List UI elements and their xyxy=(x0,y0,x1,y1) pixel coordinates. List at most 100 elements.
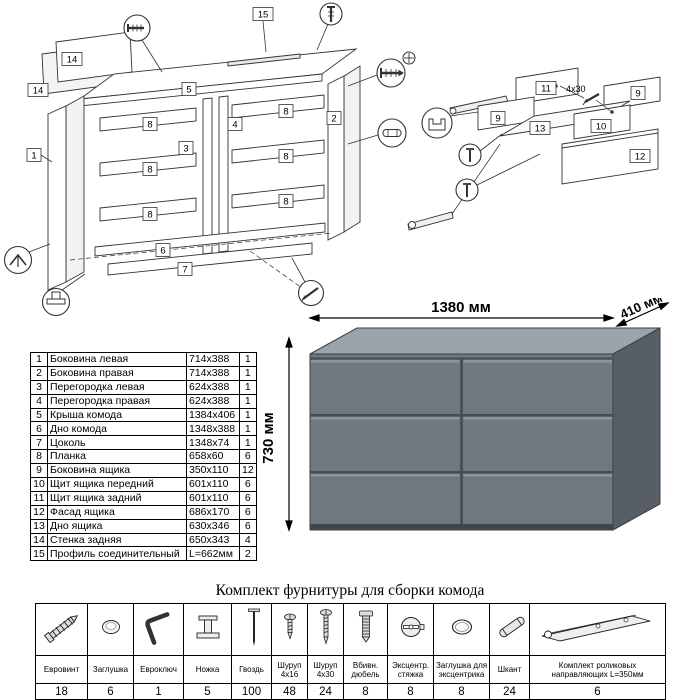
hardware-name: Шуруп 4х16 xyxy=(271,655,308,684)
hardware-name: Шуруп 4х30 xyxy=(307,655,344,684)
part-name-cell: Дно ящика xyxy=(47,518,187,534)
part-label-8: 8 xyxy=(142,162,158,176)
svg-text:9: 9 xyxy=(635,89,640,100)
part-size-cell: 601x110 xyxy=(186,477,240,492)
dimension-arrows xyxy=(285,302,670,532)
screw-short-icon xyxy=(283,613,296,640)
dresser-side-face xyxy=(612,327,661,531)
part-label-4: 4 xyxy=(227,117,243,131)
hardware-icon-cell xyxy=(133,603,184,656)
rail-profile-callout-icon xyxy=(421,107,479,139)
part-label-7: 7 xyxy=(177,262,193,276)
svg-text:7: 7 xyxy=(182,265,187,276)
part-num-cell: 4 xyxy=(30,393,48,409)
hardware-icon-cell xyxy=(307,603,344,656)
svg-text:2: 2 xyxy=(331,114,336,125)
roller-wheel xyxy=(408,221,416,229)
part-name-cell: Стенка задняя xyxy=(47,532,187,548)
part-name-cell: Боковина левая xyxy=(47,352,187,367)
euro-screw-icon xyxy=(43,615,78,644)
hardware-icon-cell xyxy=(87,603,134,656)
part-num-cell: 8 xyxy=(30,449,48,465)
drawer-gaps xyxy=(310,357,613,530)
svg-text:14: 14 xyxy=(67,55,78,66)
part-size-cell: 601x110 xyxy=(186,490,240,506)
part-qty-cell: 1 xyxy=(239,407,257,423)
carcass-drawing xyxy=(41,31,361,291)
part-label-6: 6 xyxy=(155,243,171,257)
roller-guide-rail xyxy=(407,211,454,231)
part-num-cell: 9 xyxy=(30,463,48,479)
part-label-14: 14 xyxy=(61,52,83,66)
hardware-qty: 24 xyxy=(307,683,344,700)
cap-icon xyxy=(101,620,120,634)
hardware-icon-cell xyxy=(343,603,388,656)
part-num-cell: 5 xyxy=(30,407,48,423)
hardware-table: Евровинт Заглушка Евроключ Ножка Гвоздь … xyxy=(35,603,666,700)
part-name-cell: Щит ящика передний xyxy=(47,477,187,492)
part-label-9: 9 xyxy=(630,86,646,100)
exploded-assembly-diagram: 15 14 14 5 1 2 3 4 8 8 8 8 8 8 6 7 11 9 … xyxy=(3,2,661,317)
part-qty-cell: 6 xyxy=(239,449,257,465)
part-name-cell: Планка xyxy=(47,449,187,465)
part-size-cell: 714x388 xyxy=(186,352,240,367)
part-size-cell: 658x60 xyxy=(186,449,240,465)
svg-text:9: 9 xyxy=(495,114,500,125)
dresser-render: 1380 мм 730 мм 410 мм xyxy=(260,298,670,532)
plinth xyxy=(107,242,313,276)
hardware-qty: 5 xyxy=(183,683,232,700)
hardware-qty: 1 xyxy=(133,683,184,700)
svg-text:8: 8 xyxy=(147,210,152,221)
hardware-icon-cell xyxy=(231,603,272,656)
svg-text:10: 10 xyxy=(596,122,607,133)
part-size-cell: 624x388 xyxy=(186,379,240,395)
dim-width-label: 1380 мм xyxy=(431,299,491,316)
part-size-cell: 1348x388 xyxy=(186,421,240,437)
part-qty-cell: 2 xyxy=(239,546,257,562)
connecting-profile xyxy=(227,53,301,67)
part-num-cell: 14 xyxy=(30,532,48,548)
part-label-3: 3 xyxy=(178,141,194,155)
hex-key-icon xyxy=(144,612,169,645)
foot-icon xyxy=(196,615,219,639)
hardware-qty: 8 xyxy=(433,683,490,700)
screw-long-icon xyxy=(319,609,332,645)
partition-right xyxy=(218,95,229,253)
confirmat-callout-icon xyxy=(347,51,416,88)
plank xyxy=(231,94,325,119)
part-label-8: 8 xyxy=(142,117,158,131)
foot-callout-icon xyxy=(41,273,86,317)
part-qty-cell: 12 xyxy=(239,463,257,479)
part-qty-cell: 4 xyxy=(239,532,257,548)
part-name-cell: Боковина правая xyxy=(47,365,187,381)
part-label-1: 1 xyxy=(26,148,42,162)
svg-text:13: 13 xyxy=(535,124,546,135)
part-qty-cell: 1 xyxy=(239,365,257,381)
hardware-names-row: Евровинт Заглушка Евроключ Ножка Гвоздь … xyxy=(35,655,666,684)
part-size-cell: 350x110 xyxy=(186,463,240,479)
hardware-icon-cell xyxy=(529,603,666,656)
hardware-icon-cell xyxy=(433,603,490,656)
part-size-cell: 1348x74 xyxy=(186,435,240,451)
hardware-name: Заглушка xyxy=(87,655,134,684)
screw-callout-icon xyxy=(455,153,541,202)
drawer-drawing xyxy=(407,67,661,231)
hardware-qty: 6 xyxy=(529,683,666,700)
part-label-13: 13 xyxy=(529,121,551,135)
drive-dowel-icon xyxy=(359,610,373,643)
part-num-cell: 7 xyxy=(30,435,48,451)
hardware-qty: 18 xyxy=(35,683,88,700)
hardware-name: Вбивн. дюбель xyxy=(343,655,388,684)
dim-depth-label: 410 мм xyxy=(618,298,665,322)
part-num-cell: 10 xyxy=(30,477,48,492)
part-size-cell: 650x343 xyxy=(186,532,240,548)
part-name-cell: Цоколь xyxy=(47,435,187,451)
